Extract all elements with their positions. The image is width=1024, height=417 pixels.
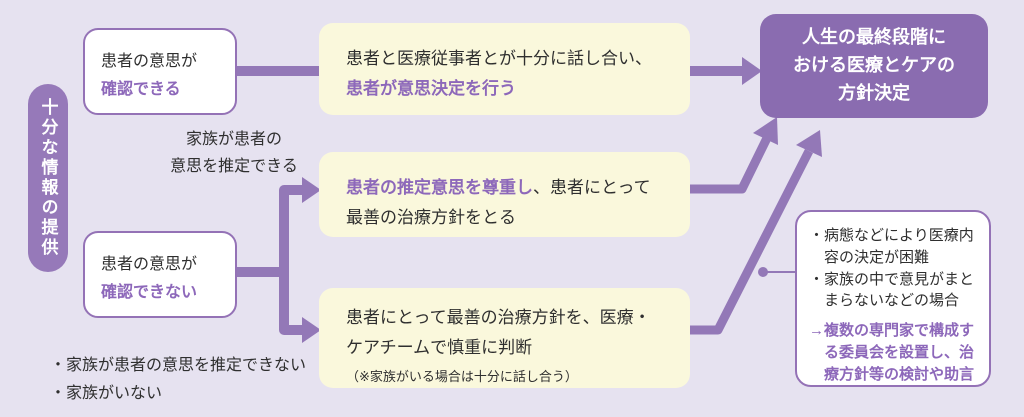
connector-box2-to-outcome xyxy=(690,136,772,194)
connector-box3-to-outcome xyxy=(690,148,814,335)
bottom-notes: ・家族が患者の意思を推定できない ・家族がいない xyxy=(50,352,306,407)
process3-black-text-2: ケアチームで慎重に判断 xyxy=(346,337,533,357)
condition-confirmable-line2: 確認できる xyxy=(101,81,181,98)
process2-black-text-2: 最善の治療方針をとる xyxy=(346,207,516,227)
outcome-line2: おける医療とケアの xyxy=(793,55,955,76)
callout-box-committee: ・病態などにより医療内容の決定が困難 ・家族の中で意見がまとまらないなどの場合 … xyxy=(795,210,991,387)
condition-not-confirmable-line1: 患者の意思が xyxy=(101,256,198,273)
family-estimate-label: 家族が患者の 意思を推定できる xyxy=(166,126,302,180)
outcome-line1: 人生の最終段階に xyxy=(802,27,946,48)
arrowhead-box2-to-outcome xyxy=(753,117,778,145)
process2-purple-text: 患者の推定意思を尊重し xyxy=(346,178,533,197)
info-provision-label: 十分な情報の提供 xyxy=(38,98,58,258)
condition-confirmable-line1: 患者の意思が xyxy=(101,53,198,70)
arrowhead-box1-to-outcome xyxy=(742,57,762,85)
condition-box-not-confirmable: 患者の意思が 確認できない xyxy=(83,231,237,318)
condition-not-confirmable-line2: 確認できない xyxy=(101,284,198,301)
family-estimate-line2: 意思を推定できる xyxy=(170,158,298,176)
process1-black-text: 患者と医療従事者とが十分に話し合い、 xyxy=(346,49,652,68)
process-box-care-team: 患者にとって最善の治療方針を、医療・ ケアチームで慎重に判断 （※家族がいる場合… xyxy=(319,288,690,388)
process1-purple-text: 患者が意思決定を行う xyxy=(346,78,516,98)
connector-branch xyxy=(237,185,304,335)
condition-box-confirmable: 患者の意思が 確認できる xyxy=(83,28,237,115)
outcome-box: 人生の最終段階に おける医療とケアの 方針決定 xyxy=(760,14,988,118)
callout-item-1: ・病態などにより医療内容の決定が困難 xyxy=(809,227,974,266)
process2-black-text-1: 、患者にとって xyxy=(533,178,651,197)
outcome-line3: 方針決定 xyxy=(838,82,910,103)
process-box-patient-decides: 患者と医療従事者とが十分に話し合い、 患者が意思決定を行う xyxy=(319,23,690,115)
bottom-note-1: ・家族が患者の意思を推定できない xyxy=(50,357,307,374)
arrowhead-box3-to-outcome xyxy=(796,130,822,157)
process-box-presumed-will: 患者の推定意思を尊重し、患者にとって 最善の治療方針をとる xyxy=(319,152,690,237)
process3-note: （※家族がいる場合は十分に話し合う） xyxy=(346,368,578,384)
family-estimate-line1: 家族が患者の xyxy=(185,131,282,148)
callout-action: →複数の専門家で構成する委員会を設置し、治療方針等の検討や助言 xyxy=(809,322,975,383)
callout-item-2: ・家族の中で意見がまとまらないなどの場合 xyxy=(809,270,975,310)
callout-leader-dot xyxy=(758,267,768,277)
bottom-note-2: ・家族がいない xyxy=(50,384,163,402)
info-provision-bar: 十分な情報の提供 xyxy=(28,84,68,272)
process3-black-text-1: 患者にとって最善の治療方針を、医療・ xyxy=(346,308,651,327)
